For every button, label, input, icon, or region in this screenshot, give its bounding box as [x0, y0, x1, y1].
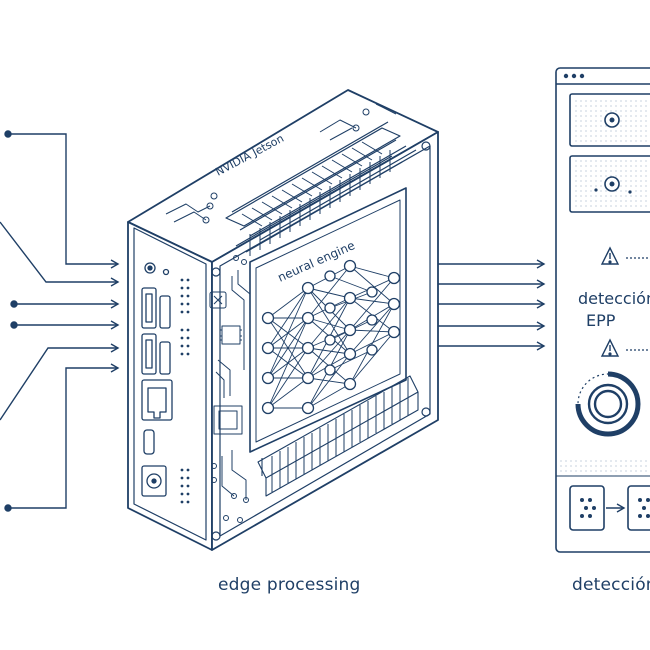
camera-tile	[569, 93, 650, 147]
caption-detection: detección	[572, 575, 650, 595]
input-line	[0, 343, 120, 421]
camera-tile	[569, 155, 650, 213]
caption-edge-processing: edge processing	[218, 575, 361, 595]
window-control-icon	[579, 73, 585, 79]
window-control-icon	[571, 73, 577, 79]
hdmi-port	[143, 429, 155, 455]
ring-gauge-icon	[575, 371, 641, 437]
dots-card-icon	[627, 485, 650, 531]
side-ports	[141, 262, 173, 497]
panel-label-line1: detección	[578, 289, 650, 308]
input-lines	[0, 130, 120, 512]
screws	[211, 141, 431, 541]
input-line	[8, 363, 120, 509]
usb-port	[141, 333, 157, 375]
input-line	[8, 133, 120, 269]
side-vents	[180, 278, 190, 504]
input-line	[0, 221, 120, 287]
usb-port	[141, 287, 157, 329]
usb-port	[159, 341, 171, 375]
chip-small	[221, 325, 241, 345]
panel-label-line2: EPP	[586, 311, 616, 330]
edge-device: NVIDIA Jetson	[127, 89, 439, 551]
detection-panel: detección EPP	[555, 67, 650, 553]
bottom-heatsink	[257, 375, 419, 497]
chip-medium	[213, 405, 243, 435]
output-lines	[422, 259, 546, 351]
top-heatsink	[225, 121, 417, 256]
power-jack	[141, 465, 167, 497]
usb-port	[159, 295, 171, 329]
window-control-icon	[563, 73, 569, 79]
device-left-face	[127, 221, 213, 551]
neural-engine-module: neural engine	[249, 187, 407, 453]
neural-nodes	[261, 259, 401, 415]
top-circuit	[165, 103, 397, 224]
ethernet-port	[141, 379, 173, 421]
power-led-icon	[144, 262, 156, 274]
